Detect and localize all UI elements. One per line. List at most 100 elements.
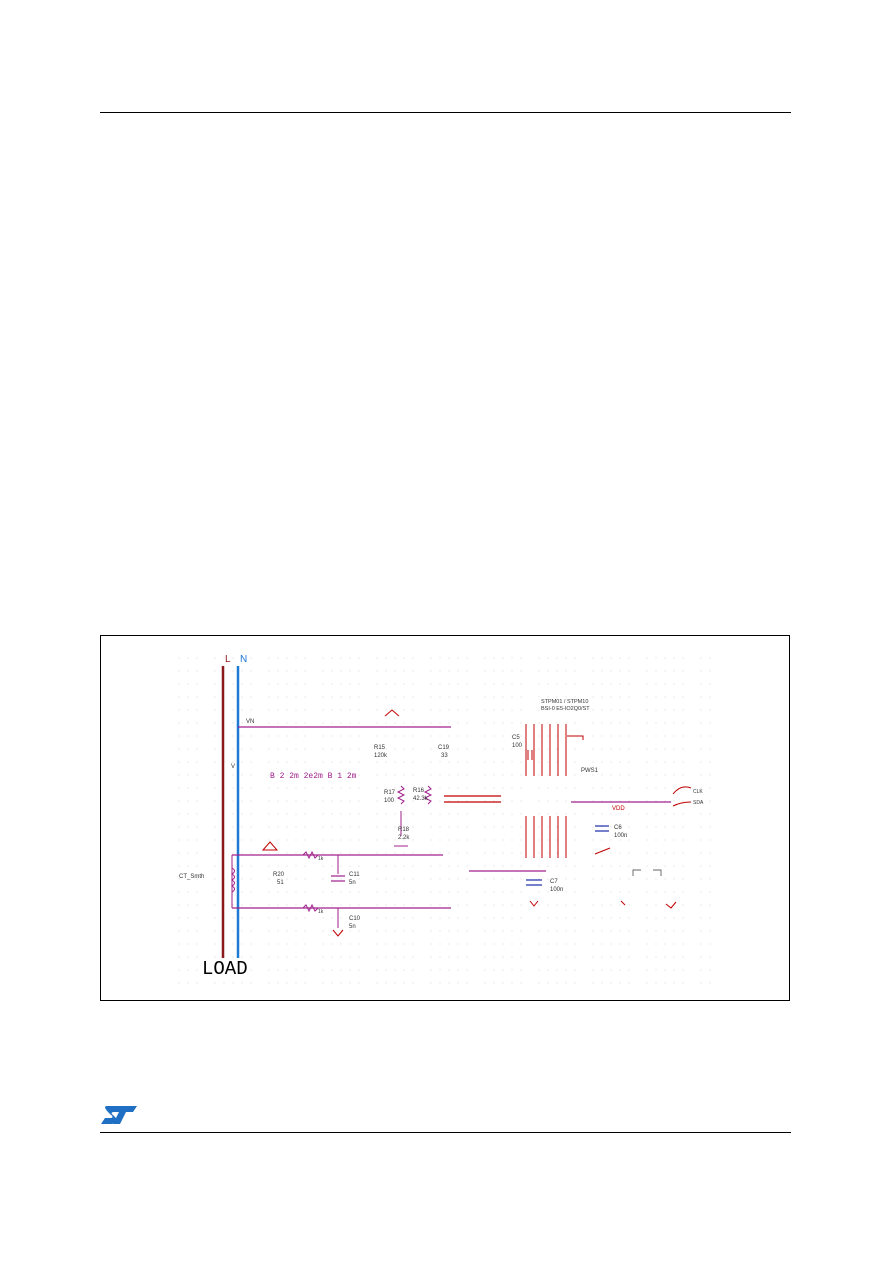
grid-dot (484, 657, 486, 659)
grid-dot (673, 839, 675, 841)
grid-dot (646, 943, 648, 945)
grid-dot (295, 800, 297, 802)
grid-dot (358, 969, 360, 971)
grid-dot (664, 852, 666, 854)
grid-dot (700, 904, 702, 906)
grid-dot (295, 917, 297, 919)
grid-dot (187, 748, 189, 750)
grid-dot (709, 657, 711, 659)
grid-dot (439, 917, 441, 919)
grid-dot (295, 956, 297, 958)
grid-dot (214, 904, 216, 906)
grid-dot (331, 852, 333, 854)
grid-dot (610, 930, 612, 932)
grid-dot (304, 761, 306, 763)
grid-dot (322, 735, 324, 737)
grid-dot (673, 878, 675, 880)
grid-dot (322, 722, 324, 724)
grid-dot (358, 748, 360, 750)
grid-dot (556, 787, 558, 789)
grid-dot (700, 800, 702, 802)
grid-dot (547, 956, 549, 958)
grid-dot (655, 657, 657, 659)
grid-dot (520, 683, 522, 685)
grid-dot (511, 787, 513, 789)
grid-dot (232, 943, 234, 945)
grid-dot (403, 878, 405, 880)
grid-dot (646, 826, 648, 828)
grid-dot (178, 969, 180, 971)
grid-dot (601, 878, 603, 880)
c11-value: 5n (349, 880, 356, 886)
grid-dot (493, 683, 495, 685)
grid-dot (538, 904, 540, 906)
grid-dot (340, 917, 342, 919)
grid-dot (196, 852, 198, 854)
grid-dot (610, 878, 612, 880)
grid-dot (538, 683, 540, 685)
grid-dot (439, 709, 441, 711)
grid-dot (484, 917, 486, 919)
grid-dot (403, 930, 405, 932)
grid-dot (619, 982, 621, 984)
grid-dot (187, 969, 189, 971)
grid-dot (394, 800, 396, 802)
grid-dot (394, 748, 396, 750)
grid-dot (430, 904, 432, 906)
grid-dot (655, 670, 657, 672)
grid-dot (664, 878, 666, 880)
grid-dot (556, 800, 558, 802)
grid-dot (250, 891, 252, 893)
grid-dot (376, 904, 378, 906)
grid-dot (322, 943, 324, 945)
grid-dot (646, 657, 648, 659)
grid-dot (241, 930, 243, 932)
grid-dot (592, 982, 594, 984)
grid-dot (664, 930, 666, 932)
grid-dot (214, 982, 216, 984)
grid-dot (448, 891, 450, 893)
footer-rule (100, 1132, 791, 1133)
grid-dot (547, 917, 549, 919)
grid-dot (502, 657, 504, 659)
grid-dot (601, 813, 603, 815)
grid-dot (178, 878, 180, 880)
grid-dot (358, 696, 360, 698)
grid-dot (565, 683, 567, 685)
grid-dot (700, 683, 702, 685)
grid-dot (592, 800, 594, 802)
grid-dot (502, 917, 504, 919)
grid-dot (340, 683, 342, 685)
grid-dot (538, 787, 540, 789)
grid-dot (304, 709, 306, 711)
grid-dot (484, 865, 486, 867)
grid-dot (619, 709, 621, 711)
grid-dot (646, 969, 648, 971)
grid-dot (565, 722, 567, 724)
grid-dot (601, 709, 603, 711)
grid-dot (241, 813, 243, 815)
grid-dot (673, 722, 675, 724)
grid-dot (286, 774, 288, 776)
st-logo-shape (101, 1106, 137, 1124)
grid-dot (700, 826, 702, 828)
c10-label: C10 (349, 916, 361, 922)
grid-dot (619, 774, 621, 776)
grid-dot (187, 761, 189, 763)
grid-dot (196, 696, 198, 698)
grid-dot (610, 696, 612, 698)
grid-dot (682, 761, 684, 763)
grid-dot (511, 735, 513, 737)
grid-dot (709, 930, 711, 932)
grid-dot (340, 696, 342, 698)
grid-dot (187, 865, 189, 867)
grid-dot (322, 839, 324, 841)
grid-dot (538, 826, 540, 828)
grid-dot (178, 826, 180, 828)
grid-dot (646, 748, 648, 750)
grid-dot (232, 865, 234, 867)
grid-dot (376, 969, 378, 971)
grid-dot (457, 982, 459, 984)
grid-dot (484, 735, 486, 737)
grid-dot (538, 800, 540, 802)
